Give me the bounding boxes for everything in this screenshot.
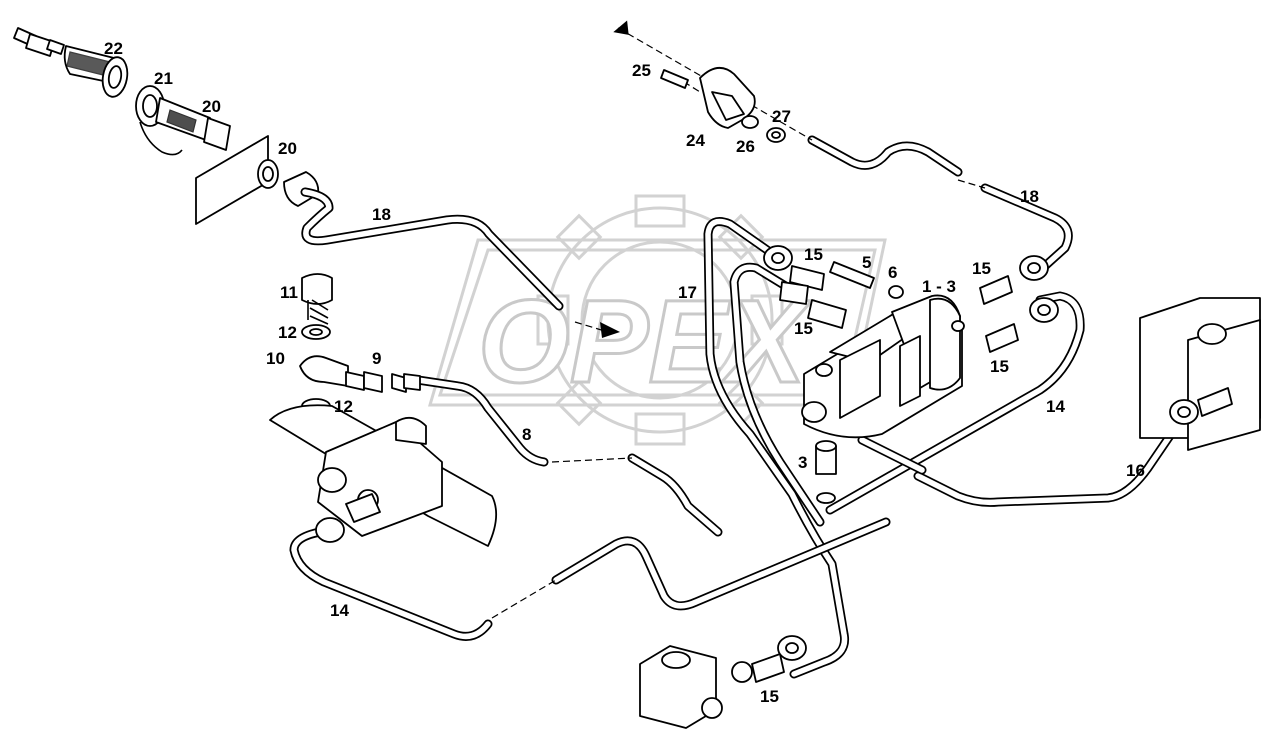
banjo-fitting [299,273,421,422]
cylinder-block-right [1139,297,1261,451]
callout-18: 18 [1020,187,1039,206]
callout-labels: 22 21 20 20 18 18 25 24 26 27 11 12 10 1… [104,39,1145,706]
quick-coupling-assembly [13,27,320,225]
callout-16: 16 [1126,461,1145,480]
callout-14: 14 [1046,397,1065,416]
callout-10: 10 [266,349,285,368]
clamp-assembly [660,67,786,143]
callout-25: 25 [632,61,651,80]
callout-5: 5 [862,253,871,272]
callout-20: 20 [202,97,221,116]
callout-27: 27 [772,107,791,126]
callout-24: 24 [686,131,705,150]
arrow-top [613,20,629,35]
callout-20: 20 [278,139,297,158]
callout-3: 3 [798,453,807,472]
control-valve [763,245,1059,504]
callout-15: 15 [972,259,991,278]
callout-12: 12 [278,323,297,342]
callout-11: 11 [280,283,298,302]
arrow-mid [600,322,620,338]
direction-arrows [600,20,629,338]
callout-15: 15 [804,245,823,264]
callout-9: 9 [372,349,381,368]
callout-8: 8 [522,425,531,444]
callout-14: 14 [330,601,349,620]
callout-15: 15 [990,357,1009,376]
callout-21: 21 [154,69,173,88]
callout-17: 17 [678,283,697,302]
callout-15: 15 [760,687,779,706]
pipe-lines [289,135,1183,679]
callout-1-3: 1 - 3 [922,277,956,296]
callout-18: 18 [372,205,391,224]
callout-6: 6 [888,263,897,282]
callout-15: 15 [794,319,813,338]
lower-block [639,635,807,729]
distributor-block [269,404,498,547]
watermark-text: OPEX [478,276,812,408]
callout-12: 12 [334,397,353,416]
callout-22: 22 [104,39,123,58]
callout-26: 26 [736,137,755,156]
